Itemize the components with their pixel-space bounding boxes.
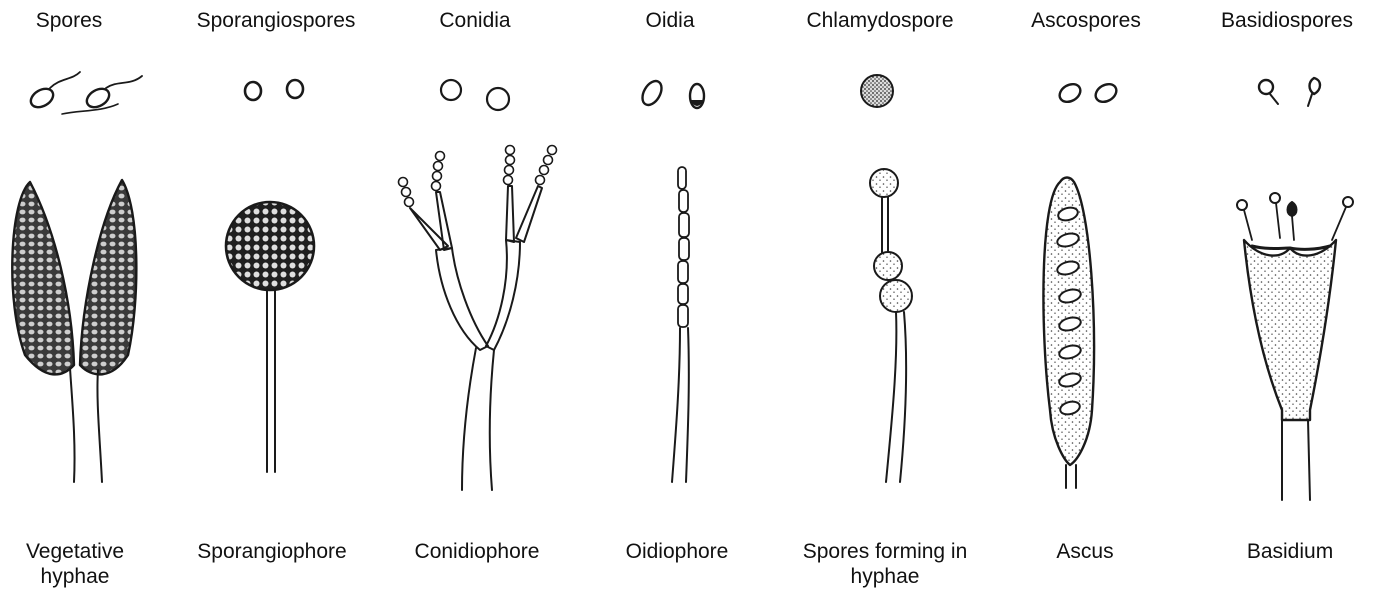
conidiophore-drawing: [399, 146, 557, 491]
flagellate-spore-icon: [28, 72, 142, 114]
chlamydospore-icon: [861, 75, 893, 107]
ascus-drawing: [1043, 178, 1094, 489]
oidia-icon: [639, 78, 704, 109]
vegetative-hyphae-drawing: [12, 180, 136, 482]
sporangiophore-drawing: [226, 202, 314, 472]
sporangiospore-icon: [245, 80, 303, 100]
basidiospore-icon: [1259, 78, 1320, 106]
chlamydospore-hyphae-drawing: [870, 169, 912, 482]
conidia-icon: [441, 80, 509, 110]
ascospore-icon: [1056, 81, 1119, 106]
basidium-drawing: [1237, 193, 1353, 500]
oidiophore-drawing: [672, 167, 689, 482]
